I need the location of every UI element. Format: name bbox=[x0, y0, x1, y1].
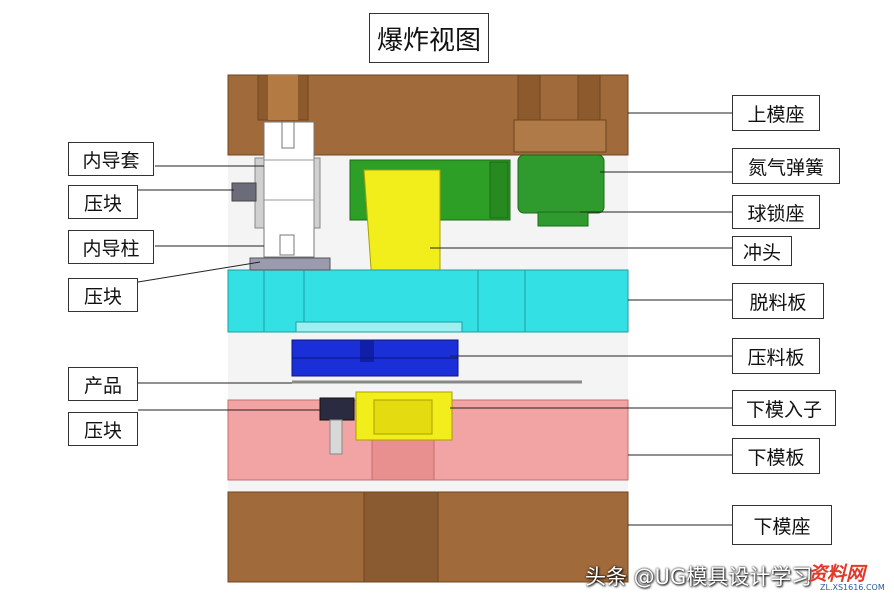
label-punch: 冲头 bbox=[732, 236, 792, 266]
label-lower-die-insert: 下模入子 bbox=[732, 390, 836, 426]
label-pressure-plate: 压料板 bbox=[732, 338, 820, 374]
label-press-block-lower: 压块 bbox=[68, 412, 138, 446]
label-inner-guide-pillar: 内导柱 bbox=[68, 230, 154, 264]
nitrogen-spring bbox=[517, 154, 605, 227]
diagram-title: 爆炸视图 bbox=[369, 13, 489, 63]
label-upper-die-base: 上模座 bbox=[732, 95, 820, 131]
label-press-block-upper: 压块 bbox=[68, 185, 138, 219]
pressure-plate bbox=[291, 339, 459, 377]
inner-guide-assembly bbox=[231, 121, 321, 258]
leader-lines-right bbox=[430, 112, 732, 526]
label-inner-guide-bushing: 内导套 bbox=[68, 142, 154, 176]
press-block-lower bbox=[319, 397, 355, 455]
lower-die-base bbox=[227, 491, 629, 583]
label-product: 产品 bbox=[68, 367, 138, 401]
site-logo: 资料网 ZL.XS1616.COM bbox=[794, 559, 890, 597]
watermark-text: 头条 @UG模具设计学习 bbox=[585, 565, 813, 589]
label-press-block-middle: 压块 bbox=[68, 278, 138, 312]
lower-die-insert bbox=[355, 391, 453, 441]
label-nitrogen-spring: 氮气弹簧 bbox=[732, 148, 840, 184]
label-lower-die-base: 下模座 bbox=[732, 505, 832, 545]
label-ball-lock-seat: 球锁座 bbox=[732, 195, 820, 229]
site-logo-url: ZL.XS1616.COM bbox=[820, 583, 885, 592]
leader-lines-left bbox=[137, 165, 322, 411]
upper-die-base bbox=[227, 74, 629, 156]
stripper-plate bbox=[227, 257, 629, 333]
label-lower-die-plate: 下模板 bbox=[732, 438, 820, 474]
site-logo-name: 资料网 bbox=[808, 563, 866, 585]
label-stripper-plate: 脱料板 bbox=[732, 283, 824, 319]
